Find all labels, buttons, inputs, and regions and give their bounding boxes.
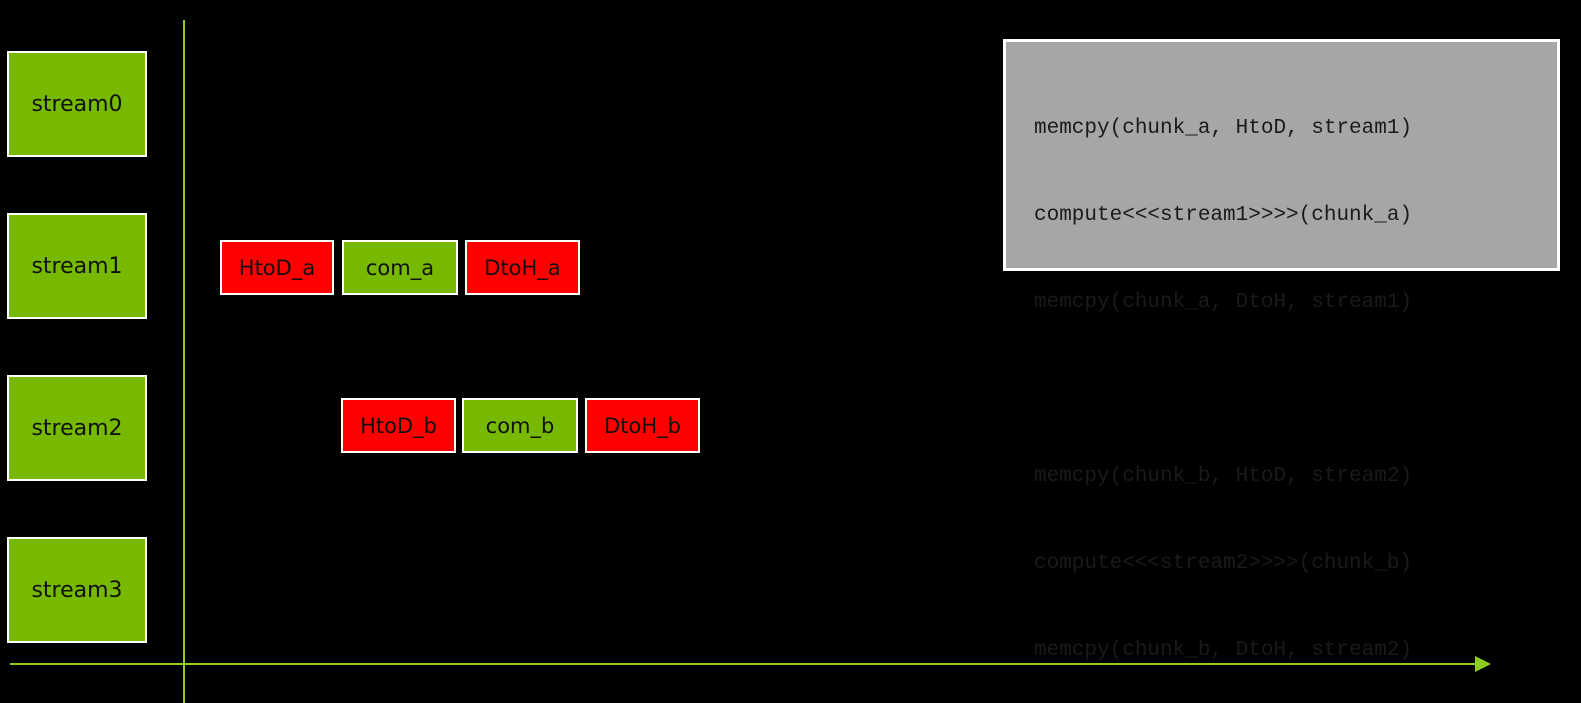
code-line: memcpy(chunk_b, HtoD, stream2) <box>1034 465 1413 488</box>
time-axis-horizontal <box>10 663 1480 665</box>
stream-label: stream3 <box>31 577 123 603</box>
op-label: com_a <box>365 255 435 280</box>
stream-label: stream0 <box>31 91 123 117</box>
time-axis-arrowhead <box>1475 656 1491 672</box>
stream-box-3: stream3 <box>7 537 147 643</box>
code-line: compute<<<stream2>>>>(chunk_b) <box>1034 552 1413 575</box>
code-line: memcpy(chunk_a, HtoD, stream1) <box>1034 117 1413 140</box>
op-label: DtoH_a <box>484 255 561 280</box>
stream-label: stream2 <box>31 415 123 441</box>
op-label: HtoD_b <box>360 413 437 438</box>
op-dtoh-a: DtoH_a <box>465 240 580 295</box>
stream-box-2: stream2 <box>7 375 147 481</box>
code-line: memcpy(chunk_a, DtoH, stream1) <box>1034 291 1413 314</box>
code-line <box>1034 375 1557 404</box>
time-axis-vertical <box>183 20 185 703</box>
op-compute-a: com_a <box>342 240 458 295</box>
stream-box-0: stream0 <box>7 51 147 157</box>
op-htod-b: HtoD_b <box>341 398 456 453</box>
op-label: DtoH_b <box>604 413 681 438</box>
op-htod-a: HtoD_a <box>220 240 334 295</box>
code-line: compute<<<stream1>>>>(chunk_a) <box>1034 204 1413 227</box>
op-label: HtoD_a <box>238 255 316 280</box>
code-panel: memcpy(chunk_a, HtoD, stream1) compute<<… <box>1003 39 1560 662</box>
stream-box-1: stream1 <box>7 213 147 319</box>
stream-label: stream1 <box>31 253 123 279</box>
op-dtoh-b: DtoH_b <box>585 398 700 453</box>
code-line: memcpy(chunk_b, DtoH, stream2) <box>1034 639 1413 662</box>
op-label: com_b <box>485 413 555 438</box>
op-compute-b: com_b <box>462 398 578 453</box>
